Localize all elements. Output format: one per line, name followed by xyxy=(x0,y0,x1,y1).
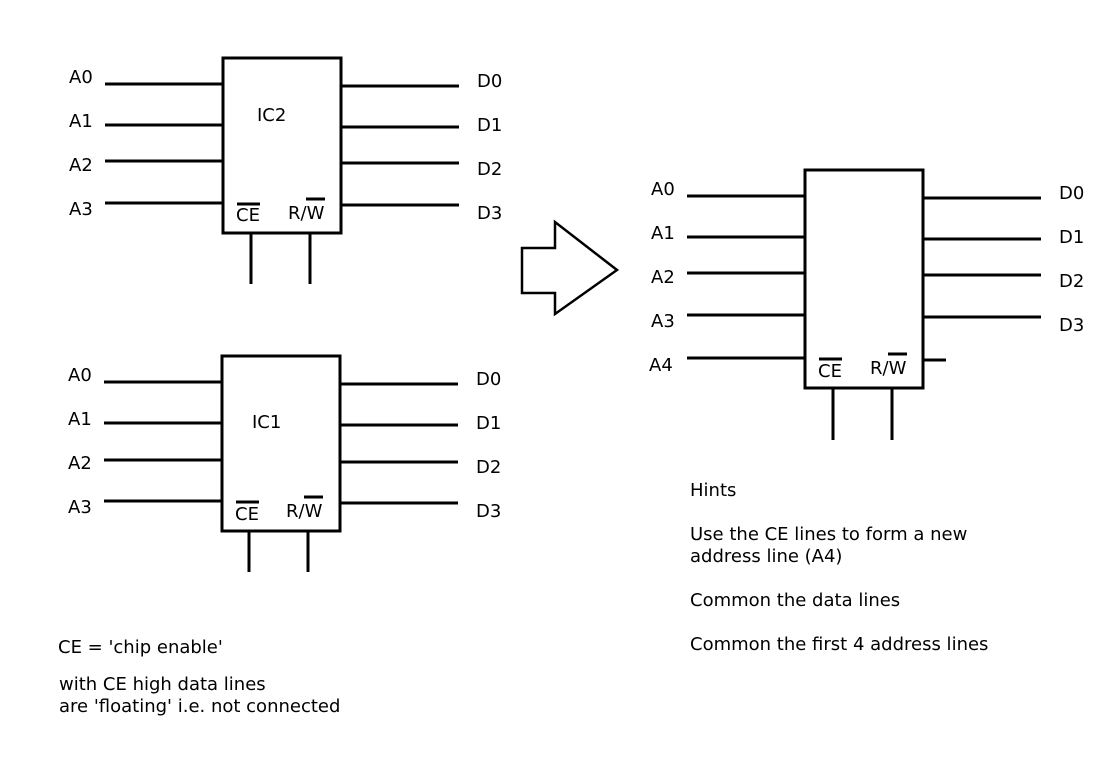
ic2-a1-label: A1 xyxy=(69,111,93,132)
combined-ce-label: CE xyxy=(818,361,842,382)
ic1-label: IC1 xyxy=(252,412,281,433)
ic1-d0-label: D0 xyxy=(476,369,501,390)
ic1-d3-label: D3 xyxy=(476,501,501,522)
ic2-a3-label: A3 xyxy=(69,199,93,220)
combined-d2-label: D2 xyxy=(1059,271,1084,292)
hint-data-lines: Common the data lines xyxy=(690,590,901,611)
combined-a4-label: A4 xyxy=(649,355,673,376)
ic2-a0-label: A0 xyxy=(69,67,93,88)
ic2-d2-label: D2 xyxy=(477,159,502,180)
combined-d1-label: D1 xyxy=(1059,227,1084,248)
floating-note-line1: with CE high data lines xyxy=(59,674,266,695)
ic1-rw-label: R/W xyxy=(286,501,323,522)
combined-rw-label: R/W xyxy=(870,358,907,379)
ic2-label: IC2 xyxy=(257,105,286,126)
hints-title: Hints xyxy=(690,480,737,501)
combined-a3-label: A3 xyxy=(651,311,675,332)
ic2-a2-label: A2 xyxy=(69,155,93,176)
ic2-d3-label: D3 xyxy=(477,203,502,224)
ic2-d1-label: D1 xyxy=(477,115,502,136)
ic1-a2-label: A2 xyxy=(68,453,92,474)
combined-a2-label: A2 xyxy=(651,267,675,288)
ic2-d0-label: D0 xyxy=(477,71,502,92)
combined-a0-label: A0 xyxy=(651,179,675,200)
hint-ce-lines-line1: Use the CE lines to form a new xyxy=(690,524,968,545)
ic1-d1-label: D1 xyxy=(476,413,501,434)
ic1-ce-label: CE xyxy=(235,504,259,525)
floating-note-line2: are 'floating' i.e. not connected xyxy=(59,696,341,717)
hint-address-lines: Common the first 4 address lines xyxy=(690,634,989,655)
combined-d3-label: D3 xyxy=(1059,315,1084,336)
hint-ce-lines-line2: address line (A4) xyxy=(690,546,843,567)
combined-d0-label: D0 xyxy=(1059,183,1084,204)
ic1-d2-label: D2 xyxy=(476,457,501,478)
ic1-a3-label: A3 xyxy=(68,497,92,518)
ic1-a0-label: A0 xyxy=(68,365,92,386)
ic2-ce-label: CE xyxy=(236,205,260,226)
combined-body xyxy=(803,168,925,390)
combined-a1-label: A1 xyxy=(651,223,675,244)
ic2-rw-label: R/W xyxy=(288,203,325,224)
ic2-chip: IC2 A0 A1 A2 A3 D0 D1 D2 D3 CE R/W xyxy=(69,56,502,284)
ic1-chip: IC1 A0 A1 A2 A3 D0 D1 D2 D3 CE R/W xyxy=(68,354,501,572)
ic1-a1-label: A1 xyxy=(68,409,92,430)
combined-chip: A0 A1 A2 A3 A4 D0 D1 D2 D3 CE R/W xyxy=(649,168,1084,440)
ce-definition-note: CE = 'chip enable' xyxy=(58,637,223,658)
right-arrow-icon xyxy=(520,219,620,317)
